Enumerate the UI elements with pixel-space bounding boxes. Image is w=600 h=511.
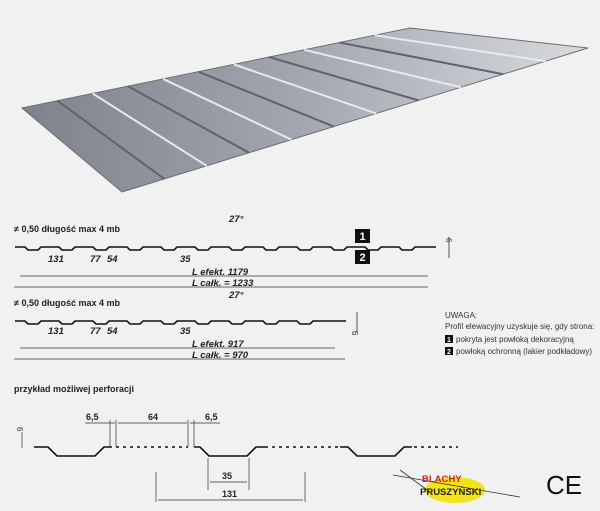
- metal-sheet-render: [20, 27, 589, 193]
- sheet-rib: [92, 92, 208, 167]
- dim-64: 64: [148, 412, 158, 422]
- dim-35: 35: [180, 326, 191, 337]
- height-dim: 6: [15, 427, 24, 432]
- profile-917: ≠ 0,50 długość max 4 mb 27° 131 77 54 35…: [14, 290, 359, 361]
- angle-label: 27°: [228, 290, 244, 301]
- side-marker-2: [355, 250, 370, 264]
- thickness-label: ≠ 0,50 długość max 4 mb: [14, 298, 120, 308]
- perforation-example: przykład możliwej perforacji 6,5 64 6,5 …: [14, 384, 458, 502]
- sheet-rib: [374, 34, 546, 63]
- dim-131: 131: [222, 489, 237, 499]
- sheet-rib: [233, 63, 377, 115]
- sheet-rib: [56, 99, 165, 180]
- dim-77: 77: [90, 254, 101, 265]
- perforation-profile: [34, 446, 412, 457]
- dim-54: 54: [107, 326, 118, 337]
- ce-mark: CE: [546, 470, 582, 500]
- sheet-rib: [303, 48, 462, 89]
- profile-1179: ≠ 0,50 długość max 4 mb 27° 1 2 131 77 5…: [14, 214, 453, 289]
- note-item-2: powłoką ochronną (lakier podkładowy): [456, 347, 592, 356]
- sheet-rib: [268, 56, 419, 102]
- note-title: UWAGA:: [445, 311, 477, 320]
- sheet-rib: [339, 41, 504, 76]
- dim-131: 131: [48, 326, 64, 337]
- marker-2-label: 2: [359, 252, 365, 264]
- profile-line: [15, 246, 436, 251]
- dim-35: 35: [222, 471, 232, 481]
- thickness-label: ≠ 0,50 długość max 4 mb: [14, 224, 120, 234]
- dim-6-5-left: 6,5: [86, 412, 99, 422]
- sheet-ribs: [56, 34, 546, 180]
- note-text: Profil elewacyjny uzyskuje się, gdy stro…: [445, 322, 594, 331]
- height-dim: 6: [350, 331, 359, 336]
- marker-1-label: 1: [359, 231, 365, 243]
- logo-text-2: PRUSZYŃSKI: [420, 487, 481, 498]
- blachy-pruszynski-logo: BLACHY PRUSZYŃSKI: [392, 469, 521, 503]
- side-marker-1: [355, 229, 370, 243]
- dim-54: 54: [107, 254, 118, 265]
- total-length: L całk. = 1233: [192, 278, 254, 289]
- angle-label: 27°: [228, 214, 244, 225]
- profile-line: [15, 320, 346, 325]
- perforation-title: przykład możliwej perforacji: [14, 384, 134, 394]
- dim-35: 35: [180, 254, 191, 265]
- height-dim: 6: [444, 238, 453, 243]
- sheet-rib: [127, 85, 250, 154]
- note-num-1: 1: [447, 337, 451, 344]
- note-item-1: pokryta jest powłoką dekoracyjną: [456, 335, 574, 344]
- total-length: L całk. = 970: [192, 350, 249, 361]
- dim-6-5-right: 6,5: [205, 412, 218, 422]
- effective-length: L efekt. 917: [192, 339, 244, 350]
- note-num-2: 2: [447, 349, 451, 356]
- sheet-rib: [197, 70, 335, 128]
- dim-131: 131: [48, 254, 64, 265]
- dim-77: 77: [90, 326, 101, 337]
- effective-length: L efekt. 1179: [192, 267, 249, 278]
- logo-text-1: BLACHY: [422, 474, 462, 485]
- sheet-rib: [162, 78, 292, 141]
- note: UWAGA: Profil elewacyjny uzyskuje się, g…: [445, 311, 594, 356]
